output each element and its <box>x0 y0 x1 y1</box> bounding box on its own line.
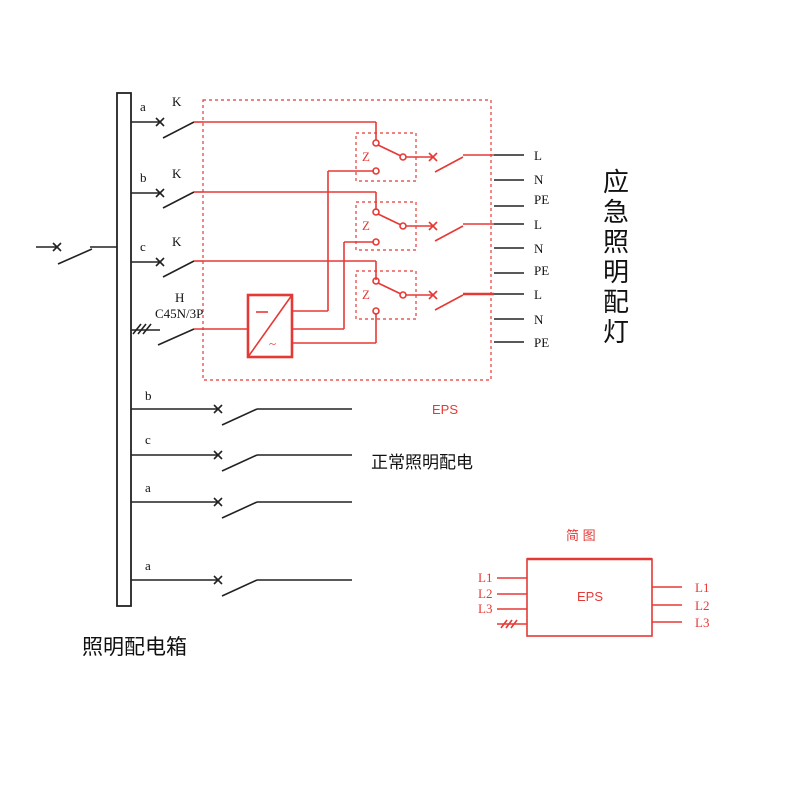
title-char: 配 <box>603 288 629 318</box>
simple-title: 简 图 <box>566 528 596 543</box>
feeder-b-k: b K <box>131 166 195 209</box>
terminal-label: L <box>534 148 542 163</box>
terminal-label: PE <box>534 263 549 278</box>
title-char: 灯 <box>603 318 629 348</box>
simple-input-label: L2 <box>478 586 492 601</box>
changeover-unit-2: Z <box>355 201 494 251</box>
terminal-label: PE <box>534 335 549 350</box>
feeder-normal-a: a <box>131 480 352 519</box>
terminal-label: N <box>534 241 544 256</box>
changeover-label: Z <box>362 149 370 164</box>
simple-input-label: L3 <box>478 601 492 616</box>
title-char: 照 <box>603 228 629 258</box>
emergency-lighting-title: 应 急 照 明 配 灯 <box>603 168 629 348</box>
changeover-label: Z <box>362 218 370 233</box>
eps-input-lines <box>194 121 377 330</box>
phase-label: a <box>140 99 146 114</box>
distribution-box-title: 照明配电箱 <box>82 635 187 659</box>
feeder-a-k: a K <box>131 94 195 139</box>
inverter-box: ~ <box>246 170 377 359</box>
eps-label: EPS <box>432 402 458 417</box>
phase-label: a <box>145 558 151 573</box>
feeder-normal-b: b <box>131 388 352 426</box>
simple-eps-box <box>526 558 653 637</box>
changeover-label: Z <box>362 287 370 302</box>
switch-label: K <box>172 166 182 181</box>
phase-label: c <box>140 239 146 254</box>
feeder-normal-a2: a <box>131 558 352 597</box>
phase-label: b <box>145 388 152 403</box>
phase-label: b <box>140 170 147 185</box>
title-char: 明 <box>603 258 629 288</box>
incoming-switch <box>36 242 117 265</box>
terminal-label: N <box>534 172 544 187</box>
terminal-label: L <box>534 287 542 302</box>
simple-output-label: L1 <box>695 580 709 595</box>
simple-eps-label: EPS <box>577 589 603 604</box>
output-terminals: L N PE L N PE L N PE <box>494 148 549 350</box>
feeder-c-k: c K <box>131 234 195 278</box>
normal-lighting-label: 正常照明配电 <box>371 453 473 473</box>
eps-boundary <box>202 99 492 381</box>
busbar <box>116 92 132 607</box>
simple-diagram: 简 图 EPS L1 L2 L3 L1 L2 L3 <box>478 528 709 637</box>
feeder-normal-c: c <box>131 432 352 472</box>
breaker-model-label: C45N/3P <box>155 306 203 321</box>
changeover-unit-1: Z <box>355 132 494 182</box>
title-char: 应 <box>603 168 629 198</box>
feeder-h-breaker: H C45N/3P <box>131 290 203 346</box>
terminal-label: L <box>534 217 542 232</box>
phase-label: c <box>145 432 151 447</box>
svg-text:~: ~ <box>269 336 276 351</box>
simple-output-label: L2 <box>695 598 709 613</box>
terminal-label: PE <box>534 192 549 207</box>
title-char: 急 <box>603 198 629 228</box>
switch-label: K <box>172 234 182 249</box>
phase-label: a <box>145 480 151 495</box>
terminal-label: N <box>534 312 544 327</box>
switch-label: H <box>175 290 184 305</box>
simple-input-label: L1 <box>478 570 492 585</box>
changeover-unit-3: Z <box>355 270 494 320</box>
busbar-group <box>116 92 132 607</box>
simple-output-label: L3 <box>695 615 709 630</box>
switch-label: K <box>172 94 182 109</box>
